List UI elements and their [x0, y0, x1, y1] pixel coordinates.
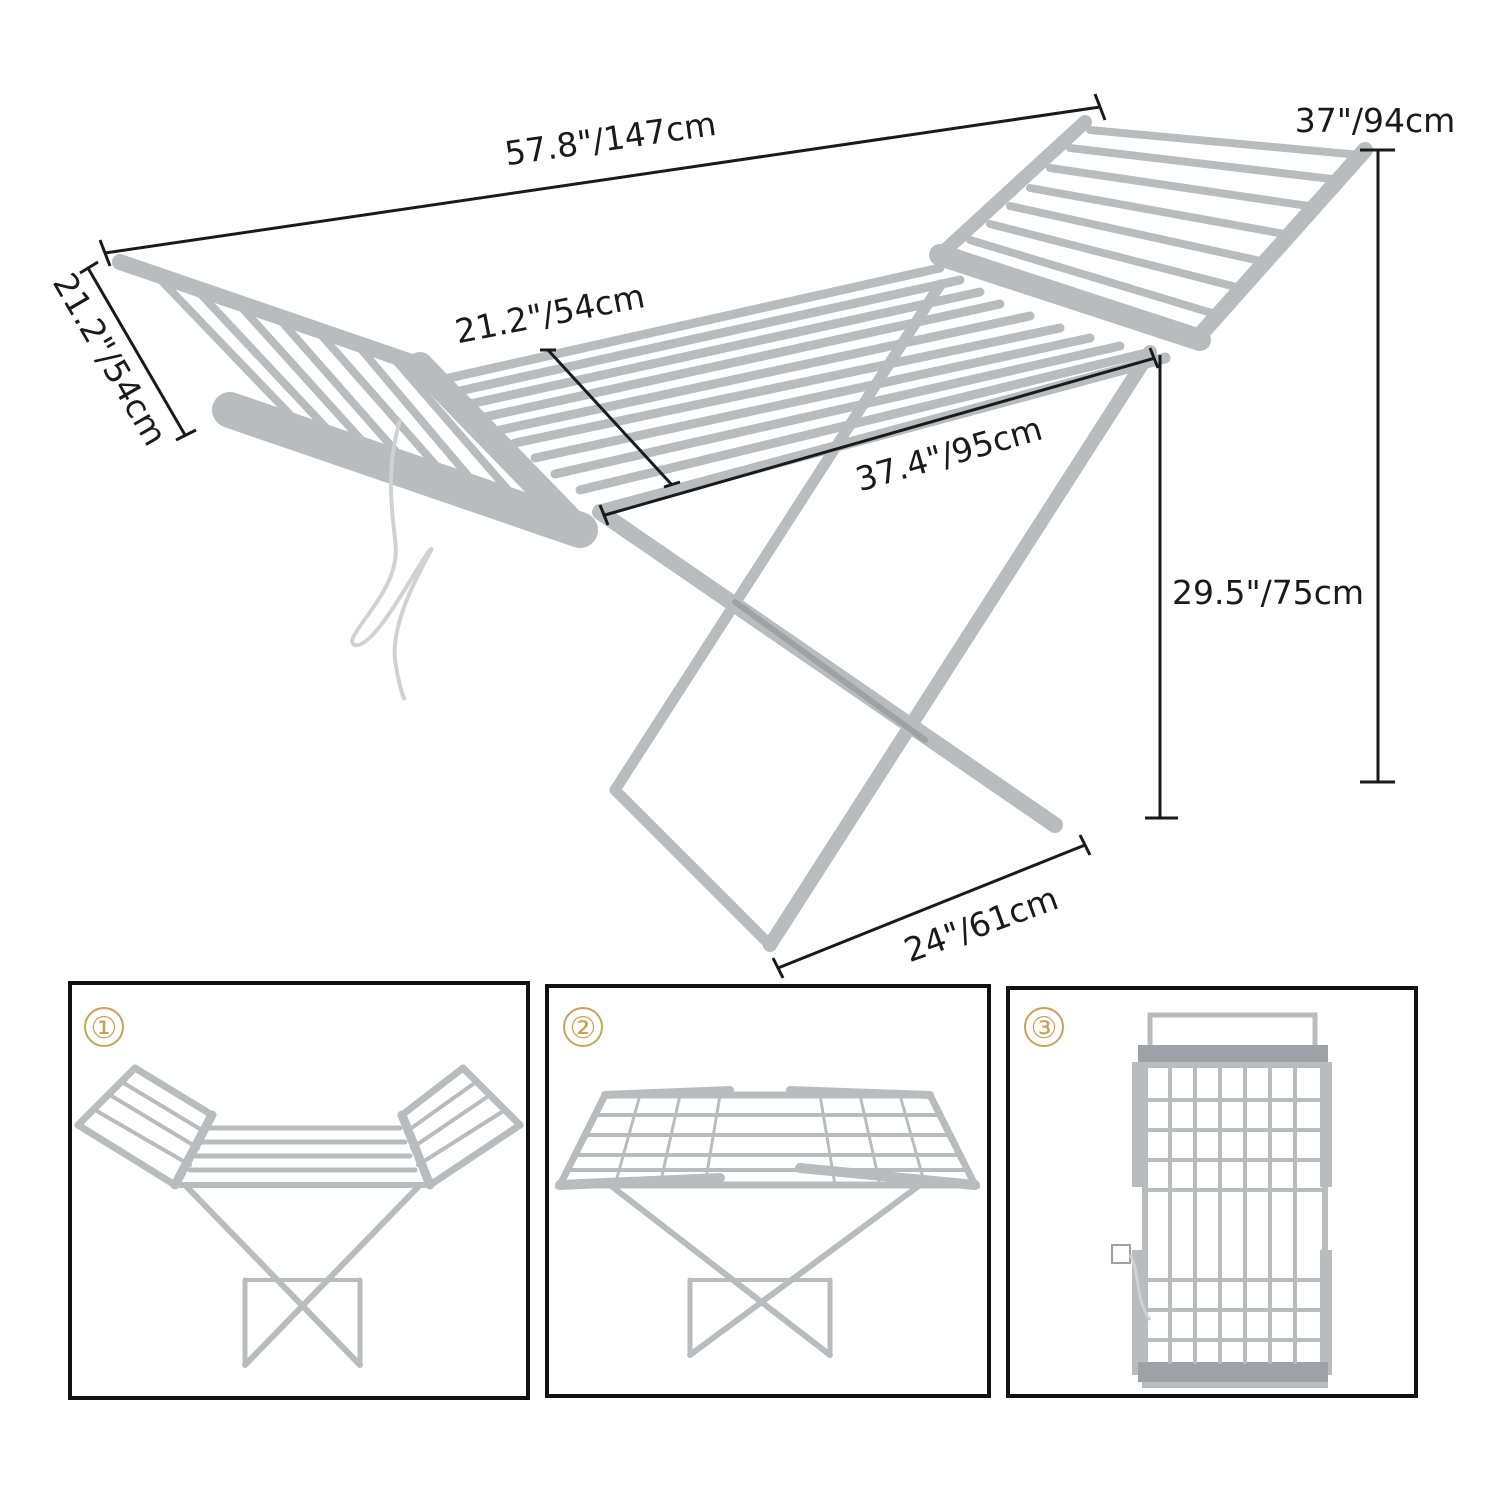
- power-plug-icon: [1111, 1244, 1131, 1264]
- panel-2: ②: [545, 984, 991, 1398]
- panel-2-badge: ②: [570, 1011, 597, 1046]
- panel-2-frame: [545, 984, 991, 1398]
- dim-line-base-width: [777, 843, 1086, 970]
- right-wing: [929, 115, 1373, 351]
- label-wing-height: 37"/94cm: [1295, 101, 1456, 140]
- dim-line-wing-width: [86, 267, 187, 436]
- main-rack-illustration: [112, 115, 1373, 952]
- label-rack-height: 29.5"/75cm: [1172, 573, 1364, 612]
- panel-1: ①: [68, 981, 530, 1400]
- panel-3-badge-circle: [1024, 1007, 1064, 1047]
- dimension-lines: [79, 93, 1395, 979]
- panel-3-badge: ③: [1031, 1011, 1058, 1046]
- panel-1-frame: [68, 981, 530, 1400]
- panel-2-badge-circle: [563, 1007, 603, 1047]
- panel-1-rack-wings-open: [74, 1064, 524, 1368]
- label-base-width: 24"/61cm: [899, 878, 1063, 970]
- label-shelf-length: 37.4"/95cm: [851, 409, 1046, 499]
- panel-3: ③: [1006, 986, 1418, 1398]
- dim-line-shelf-depth: [546, 348, 674, 487]
- panel-3-frame: [1006, 986, 1418, 1398]
- power-cord: [350, 419, 434, 702]
- panel-3-rack-fully-folded: [1111, 1012, 1332, 1388]
- left-wing: [112, 254, 598, 702]
- dim-line-shelf-length: [604, 356, 1156, 517]
- label-wing-width: 21.2"/54cm: [45, 266, 175, 452]
- panel-1-badge-circle: [84, 1007, 124, 1047]
- panel-3-power-cord: [1128, 1254, 1152, 1321]
- panel-2-rack-wings-folded: [554, 1086, 981, 1358]
- label-total-length: 57.8"/147cm: [502, 104, 718, 173]
- dim-line-total-length: [104, 105, 1101, 255]
- panel-1-badge: ①: [91, 1011, 118, 1046]
